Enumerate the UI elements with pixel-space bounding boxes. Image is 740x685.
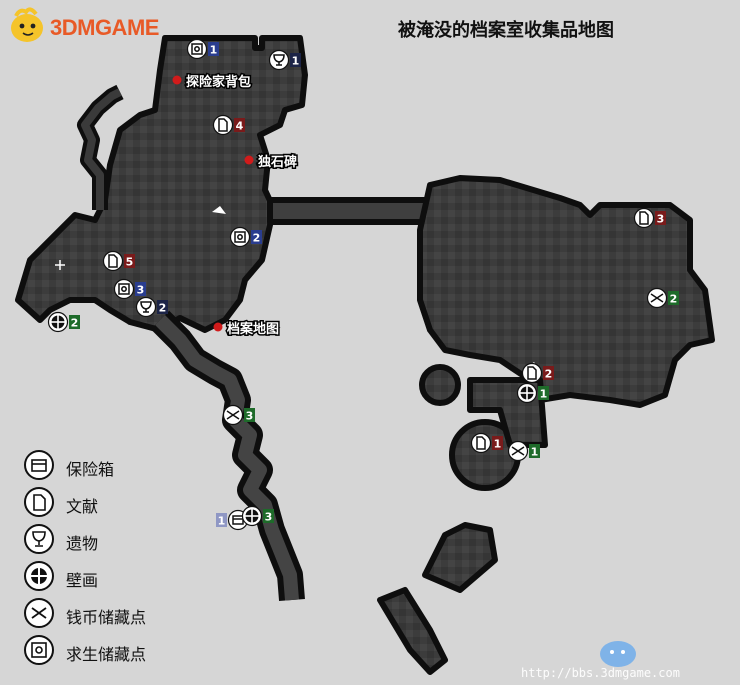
mural-marker: 2 <box>47 311 80 333</box>
map-area-upper <box>15 35 308 333</box>
relic-icon <box>24 524 54 554</box>
legend-label: 遗物 <box>66 534 99 553</box>
marker-badge <box>543 366 554 380</box>
survival-icon <box>113 278 135 300</box>
marker-number: 3 <box>265 511 273 524</box>
map-block <box>422 522 498 593</box>
marker-number: 3 <box>246 410 254 423</box>
place-dot <box>213 322 223 332</box>
legend-label: 钱币储藏点 <box>66 608 147 627</box>
marker-number: 1 <box>531 446 539 459</box>
marker-badge <box>244 408 255 422</box>
marker-badge <box>529 444 540 458</box>
marker-badge <box>290 53 301 67</box>
document-marker: 5 <box>102 250 135 272</box>
marker-badge <box>538 386 549 400</box>
marker-number: 2 <box>545 368 553 381</box>
survival-icon <box>229 226 251 248</box>
place-label: 探险家背包 <box>186 74 251 90</box>
map-pod <box>419 364 461 406</box>
document-marker: 1 <box>470 432 503 454</box>
marker-number: 2 <box>71 317 79 330</box>
legend-label: 文献 <box>66 497 99 516</box>
marker-badge <box>69 315 80 329</box>
site-logo: 3DMGAME <box>6 6 216 46</box>
map-area-right <box>417 175 715 408</box>
place-dot <box>172 75 182 85</box>
marker-badge <box>157 300 168 314</box>
marker-number: 3 <box>657 213 665 226</box>
watermark: http://bbs.3dmgame.com <box>521 636 736 682</box>
marker-number: 2 <box>670 293 678 306</box>
relic-icon <box>268 49 290 71</box>
map-block <box>377 587 448 675</box>
survival-cache-icon <box>24 635 54 665</box>
document-icon <box>24 487 54 517</box>
coin-marker: 3 <box>222 404 255 426</box>
relic-icon <box>135 296 157 318</box>
marker-badge <box>251 230 262 244</box>
logo-text: 3DMGAME <box>50 15 159 40</box>
marker-number: 3 <box>137 284 145 297</box>
legend-label: 保险箱 <box>66 460 115 479</box>
coin-cache-icon <box>24 598 54 628</box>
survival-marker: 1 <box>186 38 219 60</box>
survival-marker: 3 <box>113 278 146 300</box>
relic-marker: 2 <box>135 296 168 318</box>
place-label: 独石碑 <box>258 154 297 170</box>
legend-label: 求生储藏点 <box>66 645 147 664</box>
place-dot <box>244 155 254 165</box>
collectible-markers: 1 1 4 2 5 3 2 2 3 1 3 3 2 2 1 1 1 <box>47 38 679 531</box>
place-markers: 探险家背包 独石碑 档案地图 <box>172 73 299 339</box>
coin-marker: 2 <box>646 287 679 309</box>
marker-number: 1 <box>210 44 218 57</box>
marker-number: 1 <box>218 515 226 528</box>
marker-number: 4 <box>236 120 244 133</box>
map-connector <box>267 197 438 225</box>
relic-marker: 1 <box>268 49 301 71</box>
marker-number: 1 <box>540 388 548 401</box>
marker-badge <box>208 42 219 56</box>
marker-badge <box>655 211 666 225</box>
marker-number: 1 <box>292 55 300 68</box>
mural-icon <box>24 561 54 591</box>
marker-badge <box>216 513 227 527</box>
marker-number: 5 <box>126 256 134 269</box>
document-marker: 4 <box>212 114 245 136</box>
map-terrain <box>15 35 715 675</box>
marker-badge <box>492 436 503 450</box>
mural-marker: 1 <box>516 382 549 404</box>
document-marker: 3 <box>633 207 666 229</box>
marker-number: 2 <box>159 302 167 315</box>
safe-icon <box>24 450 54 480</box>
marker-badge <box>135 282 146 296</box>
marker-number: 1 <box>494 438 502 451</box>
marker-number: 2 <box>253 232 261 245</box>
marker-badge <box>124 254 135 268</box>
legend-label: 壁画 <box>66 571 99 590</box>
watermark-url: http://bbs.3dmgame.com <box>521 666 680 680</box>
marker-badge <box>234 118 245 132</box>
mural-marker: 3 <box>241 505 274 527</box>
document-marker: 2 <box>521 362 554 384</box>
page-title: 被淹没的档案室收集品地图 <box>398 20 614 41</box>
coin-marker: 1 <box>507 440 540 462</box>
mascot-icon <box>11 7 43 42</box>
marker-badge <box>263 509 274 523</box>
watermark-mascot-icon <box>600 641 636 667</box>
place-label: 档案地图 <box>227 321 279 337</box>
marker-badge <box>668 291 679 305</box>
map-path-south <box>150 310 305 602</box>
survival-marker: 2 <box>229 226 262 248</box>
